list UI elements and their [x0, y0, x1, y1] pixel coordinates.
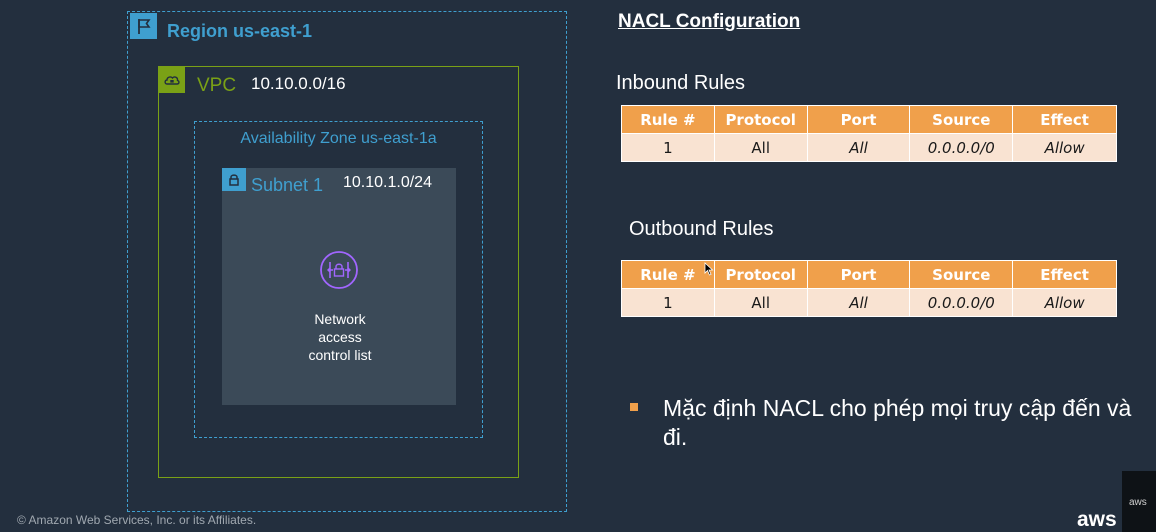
cell-effect: Allow [1012, 288, 1117, 317]
copyright-text: © Amazon Web Services, Inc. or its Affil… [17, 513, 257, 527]
mouse-cursor-icon [704, 262, 714, 276]
bullet-text: Mặc định NACL cho phép mọi truy cập đến … [663, 395, 1132, 450]
subnet-label: Subnet 1 [251, 175, 324, 195]
outbound-rules-table: Rule # Protocol Port Source Effect 1 All… [621, 260, 1117, 317]
nacl-icon [319, 250, 359, 290]
table-header-row: Rule # Protocol Port Source Effect [621, 105, 1117, 134]
header-rule-number: Rule # [621, 260, 715, 289]
region-container [127, 11, 567, 512]
header-source: Source [909, 105, 1014, 134]
subnet-container [222, 168, 456, 405]
header-protocol: Protocol [713, 105, 808, 134]
aws-logo: aws [1077, 508, 1117, 531]
cell-source: 0.0.0.0/0 [909, 133, 1014, 162]
nacl-label-line3: control list [308, 347, 372, 363]
header-effect: Effect [1012, 105, 1117, 134]
cell-rule-number: 1 [621, 133, 715, 162]
inbound-rules-table: Rule # Protocol Port Source Effect 1 All… [621, 105, 1117, 162]
table-row: 1 All All 0.0.0.0/0 Allow [621, 133, 1117, 162]
table-row: 1 All All 0.0.0.0/0 Allow [621, 288, 1117, 317]
region-label: Region us-east-1 [167, 21, 313, 41]
cell-effect: Allow [1012, 133, 1117, 162]
nacl-label-line2: access [318, 329, 362, 345]
flag-icon [130, 13, 157, 39]
cell-rule-number: 1 [621, 288, 715, 317]
header-port: Port [806, 260, 911, 289]
subnet-cidr: 10.10.1.0/24 [343, 174, 432, 191]
cell-port: All [806, 133, 911, 162]
availability-zone-container [194, 121, 483, 438]
nacl-label-line1: Network [314, 311, 366, 327]
nacl-label: Network access control list [290, 310, 390, 364]
padlock-icon [222, 168, 246, 191]
cell-protocol: All [713, 133, 808, 162]
corner-aws-text: aws [1129, 497, 1147, 508]
cell-source: 0.0.0.0/0 [909, 288, 1014, 317]
inbound-rules-title: Inbound Rules [616, 72, 745, 94]
table-header-row: Rule # Protocol Port Source Effect [621, 260, 1117, 289]
header-protocol: Protocol [713, 260, 808, 289]
video-thumbnail [1122, 471, 1156, 532]
vpc-container [158, 66, 519, 478]
cloud-lock-icon [159, 67, 185, 93]
header-port: Port [806, 105, 911, 134]
header-source: Source [909, 260, 1014, 289]
page-title: NACL Configuration [618, 11, 801, 32]
outbound-rules-title: Outbound Rules [629, 218, 774, 240]
vpc-cidr: 10.10.0.0/16 [251, 74, 346, 93]
availability-zone-label: Availability Zone us-east-1a [240, 130, 437, 147]
cell-port: All [806, 288, 911, 317]
header-effect: Effect [1012, 260, 1117, 289]
cell-protocol: All [713, 288, 808, 317]
header-rule-number: Rule # [621, 105, 715, 134]
bullet-marker [630, 403, 638, 411]
vpc-label: VPC [197, 75, 237, 96]
